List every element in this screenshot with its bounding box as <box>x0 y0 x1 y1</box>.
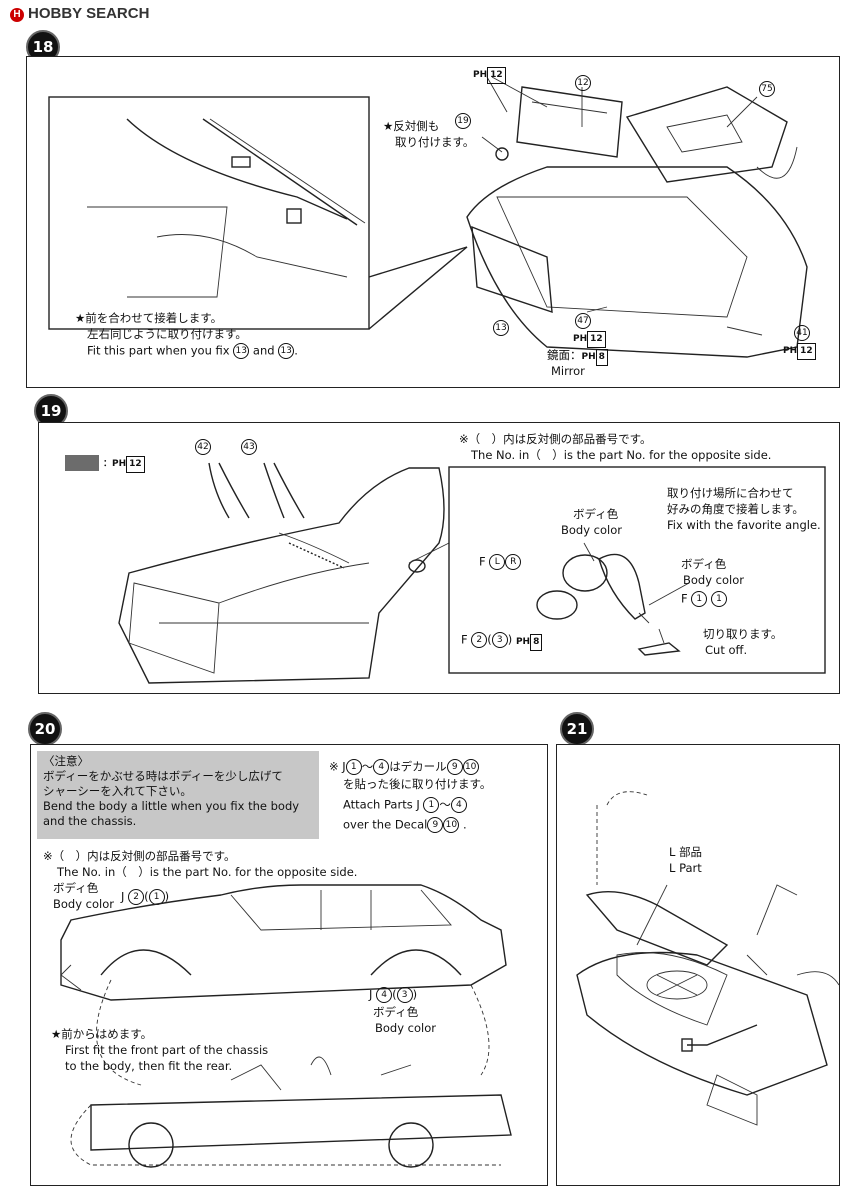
caution-title: 〈注意〉 <box>43 754 89 768</box>
front-jp: ★前からはめます。 <box>51 1027 153 1041</box>
part-13-callout-main: 13 <box>493 320 509 336</box>
l-part-en: L Part <box>669 861 702 875</box>
caution-en-2: and the chassis. <box>43 814 137 828</box>
decal-note-jp-2: を貼った後に取り付けます。 <box>343 777 492 791</box>
other-side-jp-2: 取り付けます。 <box>395 135 475 149</box>
step-20-badge: 20 <box>28 712 62 746</box>
step-19-note-en: The No. in（ ）is the part No. for the opp… <box>471 448 772 462</box>
step-18-illustration <box>48 76 808 358</box>
part-42-callout: 42 <box>195 439 211 455</box>
color-swatch <box>65 455 99 471</box>
caution-jp-2: シャーシーを入れて下さい。 <box>43 784 192 798</box>
f-1-1-label: F 1 1 <box>681 591 727 607</box>
part-43-callout: 43 <box>241 439 257 455</box>
step-21-badge: 21 <box>560 712 594 746</box>
part-19-callout: 19 <box>455 113 471 129</box>
caution-jp-1: ボディーをかぶせる時はボディーを少し広げて <box>43 769 283 783</box>
front-en-2: to the body, then fit the rear. <box>65 1059 233 1073</box>
l-part-jp: L 部品 <box>669 845 703 859</box>
logo-text: HOBBY SEARCH <box>28 5 150 22</box>
part-12-callout: 12 <box>575 75 591 91</box>
step-18-note-jp-2: 左右同じように取り付けます。 <box>87 327 247 341</box>
step-18-note-en: Fit this part when you fix 13 and 13. <box>87 343 298 359</box>
body-color-en-19a: Body color <box>561 523 623 537</box>
caution-en-1: Bend the body a little when you fix the … <box>43 799 300 813</box>
caution-box: 〈注意〉 ボディーをかぶせる時はボディーを少し広げて シャーシーを入れて下さい。… <box>37 751 319 839</box>
body-color-en-20a: Body color <box>53 897 115 911</box>
mirror-en: Mirror <box>551 364 585 378</box>
step-19-illustration <box>118 462 826 684</box>
body-color-jp-20a: ボディ色 <box>53 881 99 895</box>
body-color-en-20b: Body color <box>375 1021 437 1035</box>
hobby-search-logo: H HOBBY SEARCH <box>10 5 149 22</box>
step-20-panel: 〈注意〉 ボディーをかぶせる時はボディーを少し広げて シャーシーを入れて下さい。… <box>30 744 548 1186</box>
decal-note-en-1: Attach Parts J 1～4 <box>343 797 467 813</box>
cut-jp: 切り取ります。 <box>703 627 783 641</box>
other-side-jp-1: ★反対側も <box>383 119 440 133</box>
fix-jp-1: 取り付け場所に合わせて <box>667 486 794 500</box>
step-20-note-jp: ※（ ）内は反対側の部品番号です。 <box>43 849 236 863</box>
step-18-note-jp-1: ★前を合わせて接着します。 <box>75 311 223 325</box>
front-en-1: First fit the front part of the chassis <box>65 1043 269 1057</box>
logo-mark-icon: H <box>10 8 24 22</box>
body-color-en-19b: Body color <box>683 573 745 587</box>
j-4-3-label: J 4(3) <box>369 987 418 1003</box>
step-18-panel: ★前を合わせて接着します。 左右同じように取り付けます。 Fit this pa… <box>26 56 840 388</box>
part-13-callout-b: 13 <box>278 343 295 359</box>
cut-en: Cut off. <box>705 643 748 657</box>
part-47-callout: 47 <box>575 313 591 329</box>
fix-jp-2: 好みの角度で接着します。 <box>667 502 804 516</box>
step-19-note-jp: ※（ ）内は反対側の部品番号です。 <box>459 432 652 446</box>
step-20-note-en: The No. in（ ）is the part No. for the opp… <box>57 865 358 879</box>
step-20-illustration <box>60 884 512 1168</box>
part-13-callout: 13 <box>233 343 250 359</box>
body-color-jp-19b: ボディ色 <box>681 557 727 571</box>
body-color-jp-19a: ボディ色 <box>573 507 619 521</box>
step-21-panel: L 部品 L Part <box>556 744 840 1186</box>
part-41-callout: 41 <box>794 325 810 341</box>
body-color-jp-20b: ボディ色 <box>373 1005 419 1019</box>
fix-en: Fix with the favorite angle. <box>667 518 821 532</box>
part-75-callout: 75 <box>759 81 775 97</box>
step-21-illustration <box>576 791 840 1126</box>
